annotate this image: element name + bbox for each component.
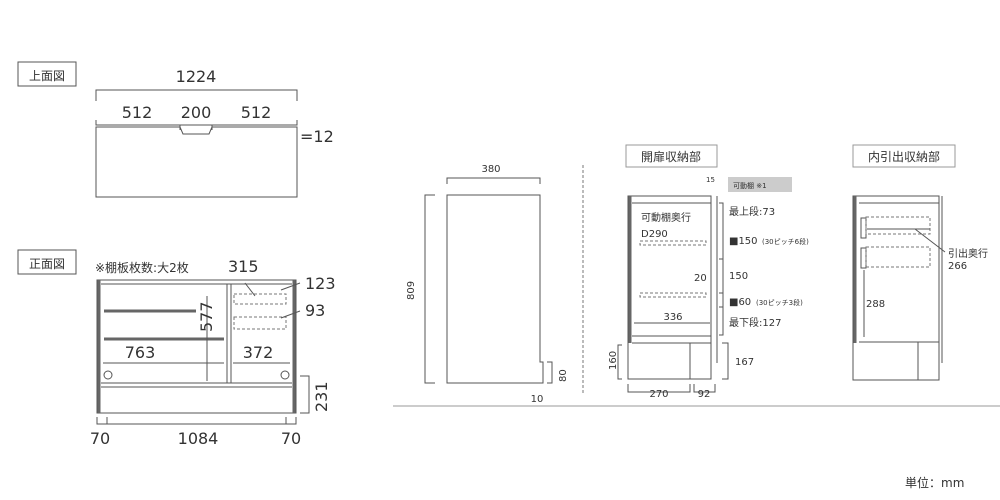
door-cabinet-outline <box>627 195 712 380</box>
inner-drawer-upper <box>865 216 931 235</box>
inner-drawer-lower <box>865 246 931 268</box>
pull-depth: 266 <box>948 261 967 272</box>
bottom-step: 最下段:127 <box>729 316 781 329</box>
top-view-label-box <box>17 61 77 87</box>
dim-total-width: 1224 <box>176 67 217 86</box>
dim-bottom-right: 70 <box>281 429 301 448</box>
pitch-60-note: (30ピッチ3段) <box>756 298 803 307</box>
side-outline <box>446 194 544 384</box>
dim-line-bottom-door <box>627 384 716 393</box>
pitch-150: ■150 <box>729 236 758 247</box>
unit-label: 単位：mm <box>905 475 964 490</box>
front-view: 正面図 ※棚板枚数:大2枚 315 123 93 577 763 372 231… <box>17 249 336 448</box>
drawer-upper <box>233 293 287 305</box>
pitch-150-note: (30ピッチ6段) <box>762 237 809 246</box>
dim-288: 288 <box>866 299 885 310</box>
dim-167: 167 <box>735 357 754 368</box>
drawer-dim-lines <box>863 228 946 337</box>
shelf-note: ※棚板枚数:大2枚 <box>95 260 189 275</box>
dim-372: 372 <box>243 343 274 362</box>
dim-315: 315 <box>228 257 259 276</box>
dim-depth: 380 <box>481 164 500 175</box>
drawer-lower <box>233 316 287 330</box>
shelf-depth-label: 可動棚奥行 <box>641 211 691 224</box>
shelf-upper <box>639 240 707 246</box>
top-bottom-boards <box>101 283 292 388</box>
dim-inner-width: 336 <box>663 312 682 323</box>
door-section-label-box <box>625 144 718 168</box>
dim-line-shelves <box>719 202 724 336</box>
dim-160: 160 <box>608 351 619 370</box>
dim-line-80 <box>547 361 553 384</box>
drawer-section-label: 内引出収納部 <box>868 149 940 164</box>
door-inner-lines <box>632 196 718 379</box>
dim-thickness: =12 <box>300 127 334 146</box>
dim-15: 15 <box>706 176 715 184</box>
dim-line-231 <box>300 375 310 414</box>
front-view-label: 正面図 <box>29 257 65 271</box>
dim-123: 123 <box>305 274 336 293</box>
top-outline <box>95 126 298 198</box>
door-section-label: 開扉収納部 <box>641 149 701 164</box>
drawer-cabinet-outline <box>852 195 940 381</box>
dim-line-total <box>95 89 298 101</box>
side-view: 380 809 80 10 <box>393 164 1000 407</box>
drawer-section-label-box <box>852 144 956 168</box>
side-panels <box>97 280 296 413</box>
dim-left: 512 <box>122 103 153 122</box>
dim-right: 512 <box>241 103 272 122</box>
top-view: 上面図 1224 512 200 512 =12 <box>17 61 334 198</box>
caster-right <box>280 370 290 380</box>
dim-270: 270 <box>649 389 668 400</box>
front-outline <box>96 279 297 414</box>
top-view-label: 上面図 <box>29 69 65 83</box>
top-step: 最上段:73 <box>729 205 775 218</box>
dim-height: 809 <box>406 281 417 300</box>
dim-231: 231 <box>312 381 331 412</box>
partition <box>226 284 232 383</box>
dim-577: 577 <box>197 301 216 332</box>
movable-shelf-tag-bg <box>728 177 792 192</box>
mid-150: 150 <box>729 271 748 282</box>
shelves <box>104 309 224 341</box>
dim-bottom-center: 1084 <box>178 429 219 448</box>
shelf-depth: D290 <box>641 229 668 240</box>
leader-lines <box>244 282 301 319</box>
dim-80: 80 <box>558 369 569 382</box>
pitch-60: ■60 <box>729 297 751 308</box>
dim-line-167 <box>722 342 729 380</box>
dim-10: 10 <box>531 394 544 405</box>
dim-line-160 <box>617 344 622 380</box>
dim-line-height <box>424 194 435 384</box>
dim-20: 20 <box>694 273 707 284</box>
drawer-handle-lower <box>860 247 867 269</box>
shelf-lower <box>639 292 707 298</box>
dim-763: 763 <box>125 343 156 362</box>
drawer-section: 内引出収納部 引出奥行 266 288 <box>852 144 988 381</box>
pull-depth-label: 引出奥行 <box>948 247 988 260</box>
door-section: 開扉収納部 15 可動棚 ※1 可動棚奥行 D290 20 336 最上段:73… <box>608 144 809 400</box>
front-view-label-box <box>17 249 77 275</box>
drawer-handle-upper <box>860 217 867 239</box>
dim-bottom-left: 70 <box>90 429 110 448</box>
dim-line-bottom <box>96 417 297 425</box>
dim-92: 92 <box>698 389 711 400</box>
dim-93: 93 <box>305 301 325 320</box>
dim-line-depth <box>446 177 541 184</box>
caster-left <box>103 370 113 380</box>
drawer-inner-lines <box>859 196 943 380</box>
movable-shelf-tag: 可動棚 ※1 <box>733 181 767 190</box>
dim-center: 200 <box>181 103 212 122</box>
